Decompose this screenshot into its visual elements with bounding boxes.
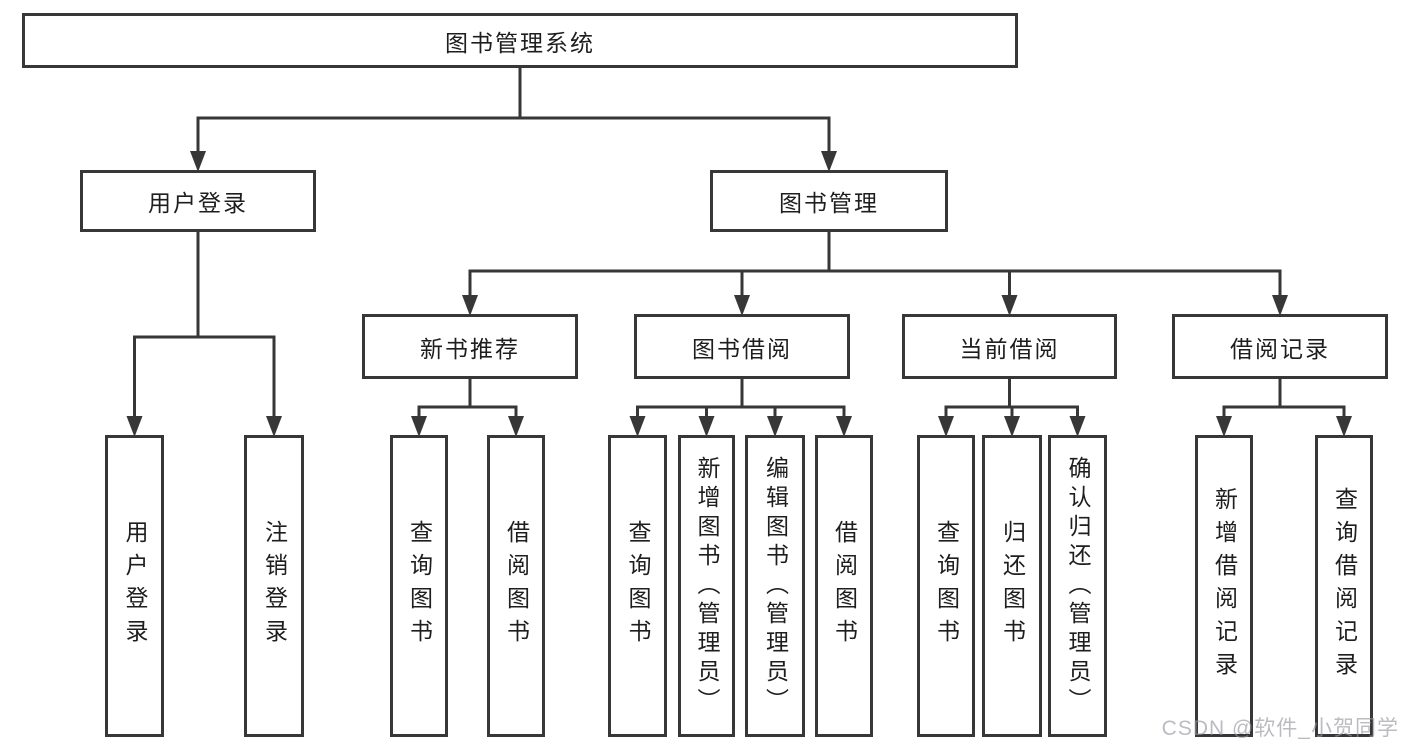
node-label: 新增图书（管理员） [694, 455, 720, 717]
arrowhead-down-icon [411, 416, 427, 437]
arrowhead-down-icon [821, 151, 837, 172]
node-label: 当前借阅 [959, 335, 1060, 362]
node-label: 查询图书 [933, 520, 960, 652]
node-leaf-user-login: 用户登录 [105, 435, 164, 737]
node-leaf-rec-query: 查询借阅记录 [1315, 435, 1373, 737]
node-root: 图书管理系统 [22, 13, 1018, 68]
node-label: 借阅图书 [503, 520, 530, 652]
arrowhead-down-icon [1216, 416, 1232, 437]
arrowhead-down-icon [938, 416, 954, 437]
node-label: 确认归还（管理员） [1065, 455, 1091, 717]
node-leaf-bw-borrow: 借阅图书 [815, 435, 873, 737]
node-label: 图书管理系统 [445, 29, 595, 56]
node-label: 查询图书 [406, 520, 433, 652]
arrowhead-down-icon [190, 151, 206, 172]
node-label: 注销登录 [261, 520, 288, 652]
node-leaf-bw-query: 查询图书 [608, 435, 667, 737]
node-label: 查询借阅记录 [1331, 487, 1358, 685]
node-book-borrow: 图书借阅 [634, 314, 850, 379]
arrowhead-down-icon [266, 416, 282, 437]
node-leaf-nb-borrow: 借阅图书 [487, 435, 545, 737]
watermark-text: CSDN @软件_小贺同学 [1161, 717, 1399, 740]
node-leaf-rec-add: 新增借阅记录 [1195, 435, 1253, 737]
arrowhead-down-icon [698, 416, 715, 437]
node-label: 借阅记录 [1230, 335, 1330, 362]
node-label: 编辑图书（管理员） [762, 455, 789, 717]
node-borrow-records: 借阅记录 [1172, 314, 1388, 379]
node-leaf-nb-query: 查询图书 [390, 435, 448, 737]
arrowhead-down-icon [126, 416, 143, 437]
arrowhead-down-icon [767, 416, 783, 437]
arrowhead-down-icon [629, 416, 646, 437]
node-label: 借阅图书 [831, 520, 858, 652]
arrowhead-down-icon [1004, 416, 1020, 437]
node-leaf-logout: 注销登录 [244, 435, 304, 737]
node-label: 图书借阅 [692, 335, 792, 362]
node-leaf-cur-return: 归还图书 [982, 435, 1042, 737]
arrowhead-down-icon [1272, 295, 1288, 316]
node-leaf-cur-query: 查询图书 [917, 435, 975, 737]
node-leaf-cur-confirm: 确认归还（管理员） [1048, 435, 1107, 737]
node-label: 查询图书 [625, 520, 651, 652]
node-book-mgmt: 图书管理 [710, 170, 948, 232]
arrowhead-down-icon [462, 295, 478, 316]
node-leaf-bw-add: 新增图书（管理员） [678, 435, 735, 737]
node-label: 用户登录 [122, 520, 148, 652]
node-new-books: 新书推荐 [362, 314, 578, 379]
arrowhead-down-icon [1001, 295, 1018, 316]
node-label: 用户登录 [148, 190, 248, 216]
arrowhead-down-icon [734, 295, 750, 316]
node-user-login: 用户登录 [80, 170, 316, 232]
arrowhead-down-icon [836, 416, 852, 437]
arrowhead-down-icon [1069, 416, 1086, 437]
node-leaf-bw-edit: 编辑图书（管理员） [745, 435, 805, 737]
arrowhead-down-icon [508, 416, 524, 437]
node-label: 图书管理 [779, 190, 879, 216]
node-current-borrow: 当前借阅 [902, 314, 1117, 379]
node-label: 新书推荐 [420, 335, 520, 362]
arrowhead-down-icon [1336, 416, 1352, 437]
node-label: 新增借阅记录 [1211, 487, 1238, 685]
node-label: 归还图书 [999, 520, 1026, 652]
